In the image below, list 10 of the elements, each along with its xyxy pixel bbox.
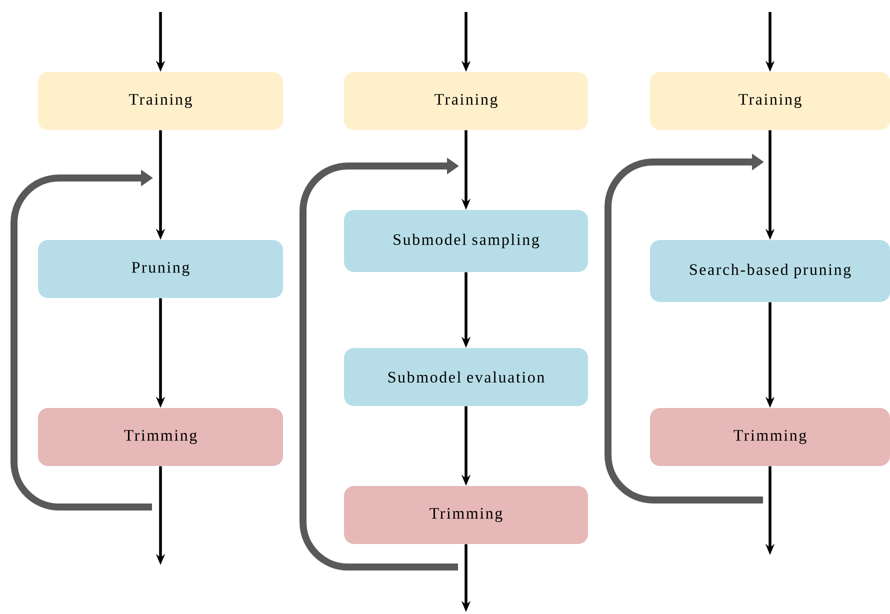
process-box: Training <box>38 72 283 130</box>
process-box: Trimming <box>650 408 890 466</box>
process-box: Submodel evaluation <box>344 348 588 406</box>
process-box: Submodel sampling <box>344 210 588 272</box>
process-box: Training <box>344 72 588 130</box>
process-box: Trimming <box>344 486 588 544</box>
process-box: Trimming <box>38 408 283 466</box>
process-box: Pruning <box>38 240 283 298</box>
process-box: Search-based pruning <box>650 240 890 302</box>
process-box: Training <box>650 72 890 130</box>
